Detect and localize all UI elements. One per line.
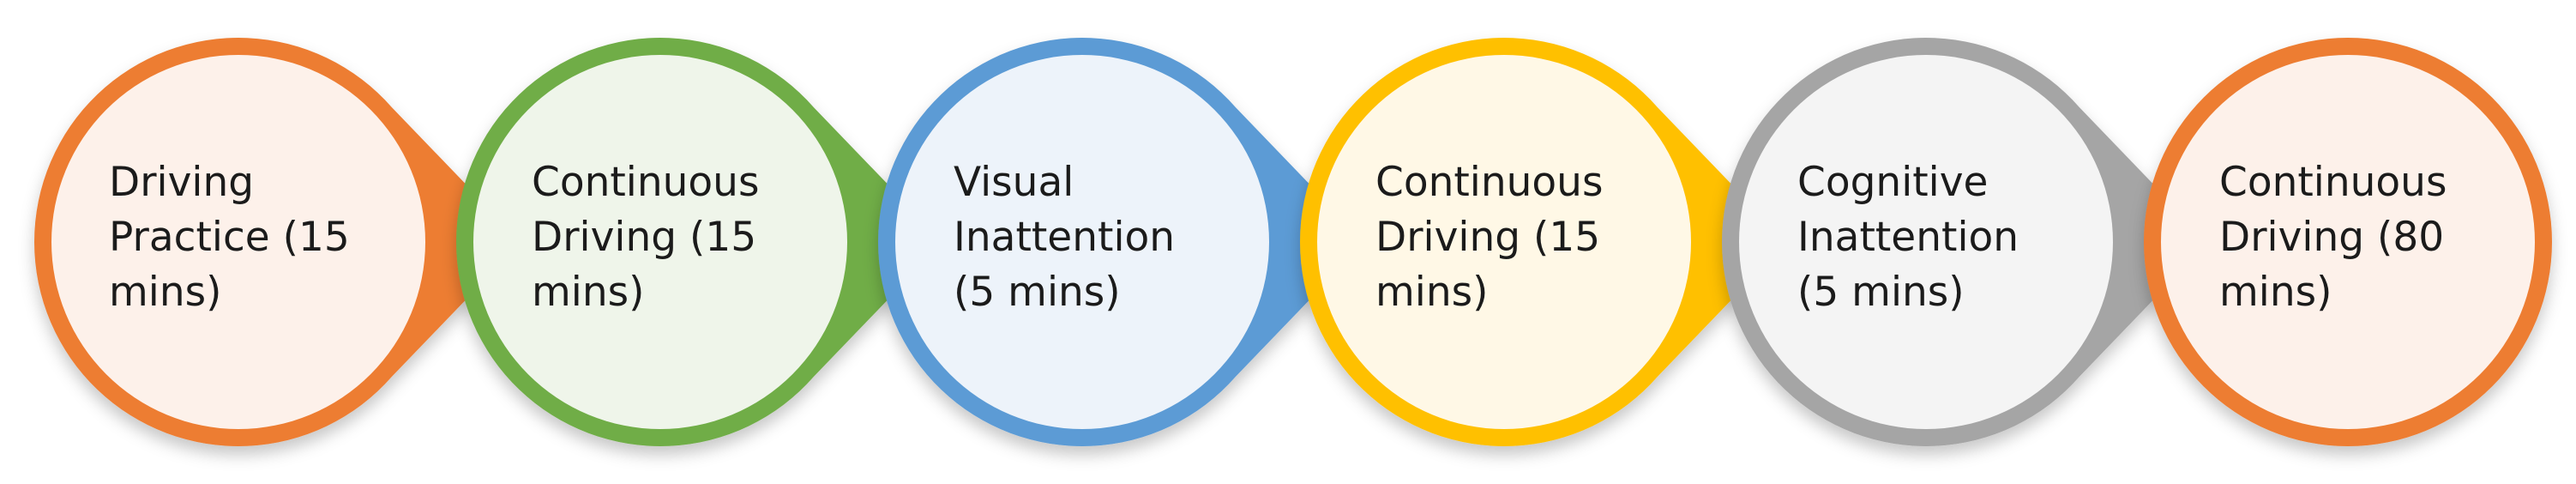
step-6-inner-circle xyxy=(2161,55,2535,429)
step-5-shape xyxy=(1722,38,2209,446)
step-1-label: Driving Practice (15 mins) xyxy=(109,159,350,316)
step-6-shape xyxy=(2144,38,2552,446)
step-3-shape xyxy=(878,38,1365,447)
step-2-shape xyxy=(455,38,943,447)
step-3-inner-circle xyxy=(895,55,1269,429)
step-2-inner-circle xyxy=(473,55,847,429)
step-5-inner-circle xyxy=(1739,55,2113,429)
step-4-shape xyxy=(1300,38,1787,447)
step-3-label: Visual Inattention (5 mins) xyxy=(954,159,1176,316)
step-2-label: Continuous Driving (15 mins) xyxy=(532,159,760,316)
step-6-label: Continuous Driving (80 mins) xyxy=(2219,159,2447,316)
step-4-inner-circle xyxy=(1317,55,1691,429)
step-4-label: Continuous Driving (15 mins) xyxy=(1375,159,1604,316)
step-1-inner-circle xyxy=(51,55,425,429)
step-1-shape xyxy=(34,38,522,447)
step-5-label: Cognitive Inattention (5 mins) xyxy=(1797,159,2019,316)
